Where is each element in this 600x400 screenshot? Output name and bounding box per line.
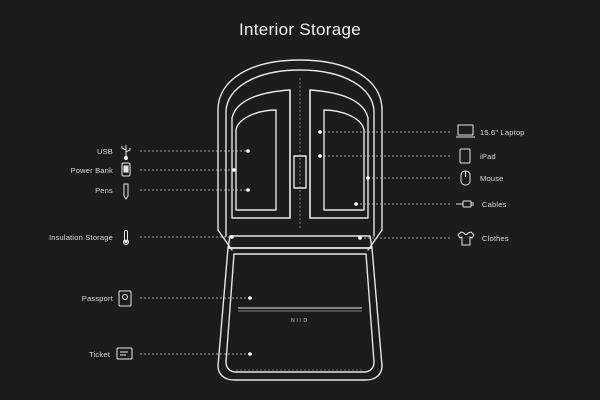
label-passport: Passport [81, 294, 113, 303]
center-strap [289, 89, 311, 219]
mouse-icon [460, 170, 471, 186]
label-cables: Cables [482, 200, 507, 209]
cable-icon [456, 200, 474, 208]
front-flap-inner [225, 253, 375, 373]
label-clothes: Clothes [482, 234, 509, 243]
label-insulation-storage: Insulation Storage [48, 233, 113, 242]
label-mouse: Mouse [480, 174, 504, 183]
thermometer-icon [123, 230, 129, 245]
passport-icon [118, 290, 132, 307]
left-pocket [235, 109, 277, 211]
front-flap [217, 247, 383, 381]
brand-mark: NIID [291, 318, 309, 324]
backpack-outline [217, 59, 383, 251]
label-ipad: iPad [480, 152, 496, 161]
compartment-opening [227, 235, 373, 249]
page-title: Interior Storage [239, 20, 361, 39]
usb-icon [121, 145, 131, 161]
label-power-bank: Power Bank [70, 166, 113, 175]
ticket-icon [116, 347, 133, 360]
tablet-icon [459, 148, 471, 164]
backpack-inner-outline [225, 69, 375, 237]
label-ticket: Ticket [89, 350, 110, 359]
right-sleeve-panel [309, 89, 369, 219]
right-pocket [323, 109, 365, 211]
pen-icon [123, 183, 129, 200]
shirt-icon [457, 231, 475, 246]
label-laptop: 15.6" Laptop [480, 128, 525, 137]
power-bank-icon [121, 162, 131, 177]
left-sleeve-panel [231, 89, 291, 219]
laptop-icon [456, 124, 475, 138]
label-usb: USB [96, 147, 113, 156]
label-pens: Pens [95, 186, 113, 195]
